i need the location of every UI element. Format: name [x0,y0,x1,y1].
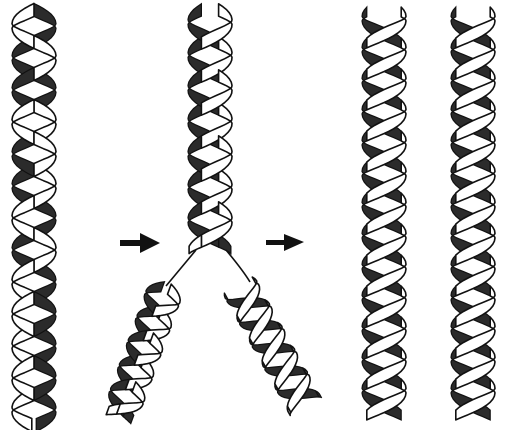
unwinding-helix [106,4,322,424]
parent-strand-segment [12,292,34,337]
arrow-to-products [266,234,304,251]
parent-strand-segment [34,228,56,273]
daughter-helix-right [451,7,495,420]
parent-strand-segment [34,132,56,177]
parent-strand-segment [12,4,34,49]
separating-strand [166,250,196,286]
parent-strand-segment [12,100,34,145]
separating-strand [226,250,250,282]
daughter-helix-left [362,7,406,420]
parent-strand-segment [34,292,56,337]
parent-strand-segment [34,356,56,401]
parent-strand-segment [12,196,34,241]
parent-double-helix [12,4,56,430]
unwinding-top-strand-segment [201,4,232,49]
parent-strand-segment [12,356,34,401]
arrow-into-replication [120,233,160,253]
parent-strand-segment [34,36,56,81]
